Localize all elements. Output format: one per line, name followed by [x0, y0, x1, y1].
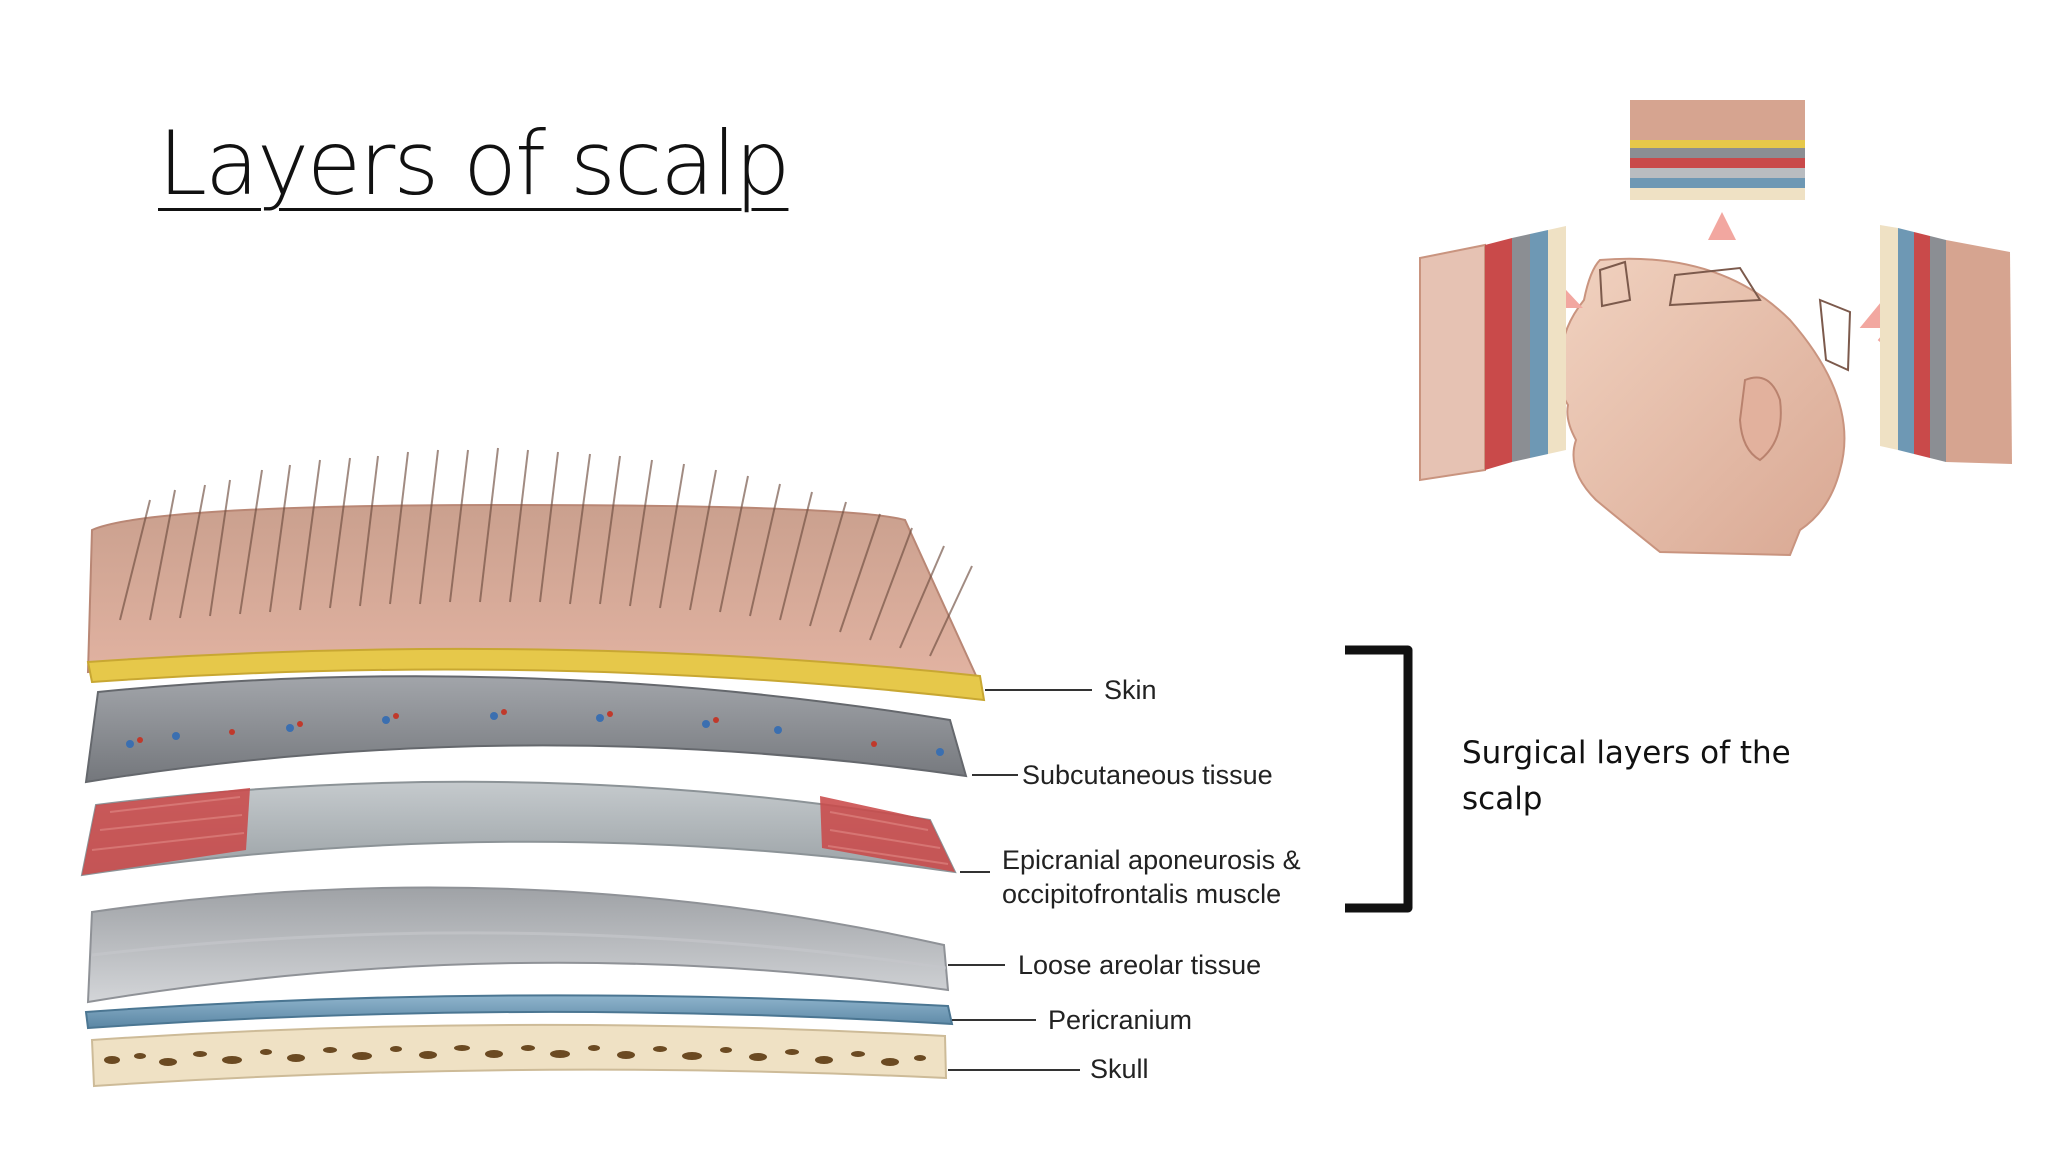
skull-marrow-dots — [104, 1045, 926, 1066]
inset-head-illustration — [1419, 100, 2012, 557]
loose-areolar-layer — [86, 886, 950, 1004]
pericranium-layer — [84, 994, 954, 1030]
occipitofrontalis-muscle-back — [820, 796, 955, 872]
label-subcutaneous-tissue: Subcutaneous tissue — [1022, 760, 1273, 790]
ear — [1738, 376, 1782, 462]
occipitofrontalis-muscle-front — [82, 788, 250, 875]
inset-block-right — [1880, 225, 2012, 464]
subcutaneous-vessels — [126, 709, 944, 756]
subcutaneous-layer — [84, 675, 968, 784]
scalp-outline-side — [1818, 298, 1852, 372]
label-epicranial-aponeurosis: Epicranial aponeurosis & occipitofrontal… — [1002, 845, 1301, 909]
label-skull: Skull — [1090, 1054, 1149, 1084]
label-loose-areolar-tissue: Loose areolar tissue — [1018, 950, 1262, 980]
inset-block-left — [1419, 226, 1566, 482]
skull-layer — [90, 1023, 948, 1088]
surgical-layers-note: Surgical layers of the scalp — [1462, 735, 1791, 817]
label-pericranium: Pericranium — [1048, 1005, 1193, 1035]
label-leader-lines — [948, 689, 1092, 1071]
scalp-hairs — [119, 447, 973, 657]
arrow-up-icon — [1708, 212, 1736, 240]
scalp-outline-front — [1598, 260, 1632, 308]
aponeurosis-layer — [80, 780, 957, 877]
inset-block-top — [1630, 100, 1805, 200]
scalp-outline-top — [1668, 266, 1762, 307]
skin-fat-layer — [86, 647, 986, 702]
slide-title: Layers of scalp — [158, 112, 790, 215]
surgical-layers-bracket — [1345, 645, 1413, 913]
label-skin: Skin — [1104, 675, 1157, 705]
